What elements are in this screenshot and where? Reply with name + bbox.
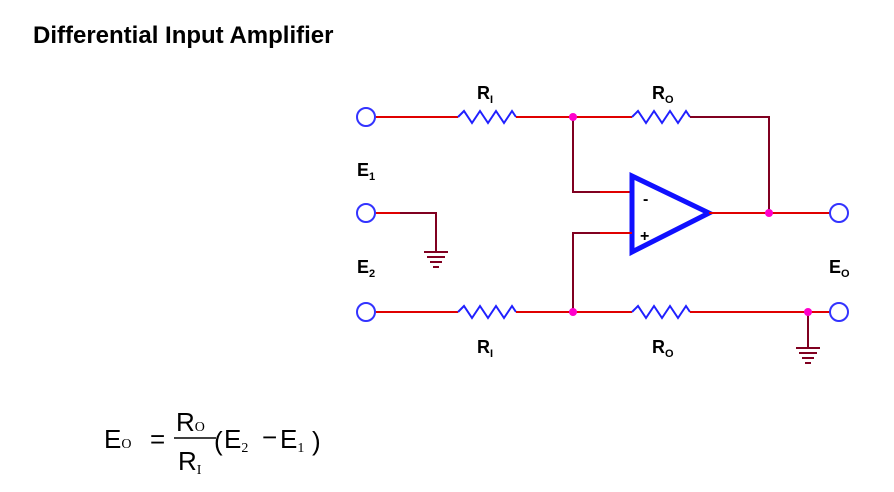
formula-denominator: RI — [178, 446, 202, 478]
wire-feedback — [690, 116, 770, 213]
terminal-mid-left — [356, 203, 376, 223]
node-ground-junction — [804, 308, 812, 316]
noninverting-sign: + — [640, 228, 649, 245]
label-ri-top: RI — [477, 83, 493, 106]
terminal-bottom-right — [829, 302, 849, 322]
node-output-junction — [765, 209, 773, 217]
gain-formula: EO = RO RI ( E2 − E1 ) — [104, 407, 321, 478]
ground-symbol-right — [796, 347, 820, 364]
wire-e1-ground — [376, 212, 437, 252]
label-ro-bottom: RO — [652, 337, 674, 360]
wire-to-noninverting — [572, 232, 632, 312]
resistor-ri-bottom — [457, 304, 517, 320]
wire-to-inverting — [572, 117, 632, 193]
terminal-output — [829, 203, 849, 223]
node-bottom-junction — [569, 308, 577, 316]
label-e2: E2 — [357, 257, 375, 280]
formula-close-paren: ) — [312, 426, 321, 456]
terminal-bottom-left — [356, 302, 376, 322]
formula-equals: = — [150, 424, 165, 454]
page-title: Differential Input Amplifier — [33, 22, 334, 49]
resistor-ro-top — [631, 109, 691, 125]
label-ro-top: RO — [652, 83, 674, 106]
node-top-junction — [569, 113, 577, 121]
resistor-ro-bottom — [631, 304, 691, 320]
resistor-ri-top — [457, 109, 517, 125]
formula-term1: E2 — [224, 424, 248, 456]
opamp-triangle — [629, 172, 715, 257]
formula-minus: − — [262, 422, 277, 452]
formula-numerator: RO — [176, 407, 205, 437]
formula-term2: E1 — [280, 424, 304, 456]
ground-symbol-left — [424, 251, 448, 268]
terminal-top-left — [356, 107, 376, 127]
label-ri-bottom: RI — [477, 337, 493, 360]
inverting-sign: - — [643, 191, 648, 208]
formula-lhs: EO — [104, 424, 131, 454]
formula-open-paren: ( — [214, 426, 223, 456]
label-e1: E1 — [357, 160, 375, 183]
label-eo: EO — [829, 257, 850, 280]
